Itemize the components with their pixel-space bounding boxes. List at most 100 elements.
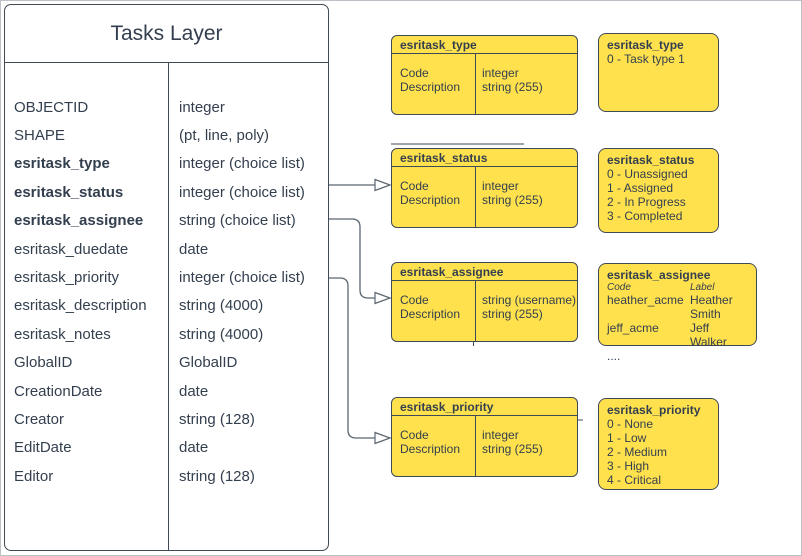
connector-priority: [329, 277, 375, 439]
attr-table-title: esritask_status: [392, 149, 577, 167]
field-type: date: [179, 382, 209, 400]
list-cell: jeff_acme: [607, 321, 659, 335]
attr-field-type: integer: [482, 428, 519, 442]
attr-table-title: esritask_assignee: [392, 263, 577, 281]
field-type: string (4000): [179, 297, 264, 315]
field-type: date: [179, 240, 209, 258]
column-divider: [168, 63, 169, 551]
field-type: string (128): [179, 467, 255, 485]
attr-table-title: esritask_type: [392, 36, 577, 54]
attr-column-divider: [475, 167, 476, 227]
attr-column-divider: [475, 54, 476, 114]
attr-field-type: string (username): [482, 293, 577, 307]
arrowhead-status-icon: [374, 178, 392, 192]
list-cell: Heather Smith: [690, 293, 733, 321]
attr-field-type: string (255): [482, 79, 543, 94]
value-list-title: esritask_priority: [607, 403, 701, 417]
attr-field-name: Code: [400, 66, 429, 80]
list-col-header: Code: [607, 282, 631, 293]
list-item: 0 - Unassigned: [607, 167, 688, 181]
list-item: 1 - Assigned: [607, 181, 674, 195]
list-col-header: Label: [690, 282, 715, 293]
field-name: Editor: [14, 467, 54, 485]
field-name: esritask_description: [14, 297, 147, 315]
field-name: SHAPE: [14, 127, 65, 145]
field-name: CreationDate: [14, 382, 103, 400]
arrowhead-assignee-icon: [374, 291, 392, 305]
value-list-type: esritask_type 0 - Task type 1: [598, 33, 719, 112]
list-item: 2 - Medium: [607, 445, 668, 459]
field-type: GlobalID: [179, 354, 238, 372]
field-type: string (128): [179, 410, 255, 428]
value-list-title: esritask_assignee: [607, 268, 711, 282]
attr-field-name: Code: [400, 428, 429, 442]
list-ellipsis: ....: [607, 349, 621, 363]
field-row: Creator string (128): [5, 405, 328, 433]
list-item: 0 - Task type 1: [607, 52, 685, 66]
attr-field-type: string (255): [482, 306, 543, 321]
list-item: 1 - Low: [607, 431, 647, 445]
field-name: EditDate: [14, 439, 72, 457]
field-name: GlobalID: [14, 354, 73, 372]
field-type: string (choice list): [179, 212, 296, 230]
field-row: CreationDate date: [5, 377, 328, 405]
attr-field-type: string (255): [482, 192, 543, 207]
attr-table-title: esritask_priority: [392, 398, 577, 416]
field-name: esritask_notes: [14, 325, 111, 343]
field-row: esritask_type integer (choice list): [5, 150, 328, 178]
attr-field-name: Description: [400, 441, 461, 456]
field-row: Editor string (128): [5, 462, 328, 490]
field-name: Creator: [14, 410, 65, 428]
list-item: 3 - High: [607, 459, 650, 473]
field-row: GlobalID GlobalID: [5, 349, 328, 377]
field-row: esritask_description string (4000): [5, 292, 328, 320]
attr-field-name: Description: [400, 306, 461, 321]
tasks-layer-title: Tasks Layer: [5, 5, 328, 63]
field-row: esritask_duedate date: [5, 235, 328, 263]
field-type: string (4000): [179, 325, 264, 343]
field-type: integer (choice list): [179, 155, 305, 173]
attr-field-type: integer: [482, 66, 519, 80]
list-row: jeff_acme Jeff Walker: [607, 321, 748, 349]
list-cell: Jeff Walker: [690, 321, 727, 349]
value-list-body: 0 - Task type 1: [607, 52, 710, 66]
list-item: 3 - Completed: [607, 209, 683, 223]
attr-field-name: Code: [400, 179, 429, 193]
field-name: esritask_duedate: [14, 240, 129, 258]
list-header-row: Code Label: [607, 282, 748, 293]
field-name: OBJECTID: [14, 98, 89, 116]
attr-column-divider: [475, 281, 476, 341]
field-name: esritask_type: [14, 155, 110, 173]
list-item: 2 - In Progress: [607, 195, 686, 209]
